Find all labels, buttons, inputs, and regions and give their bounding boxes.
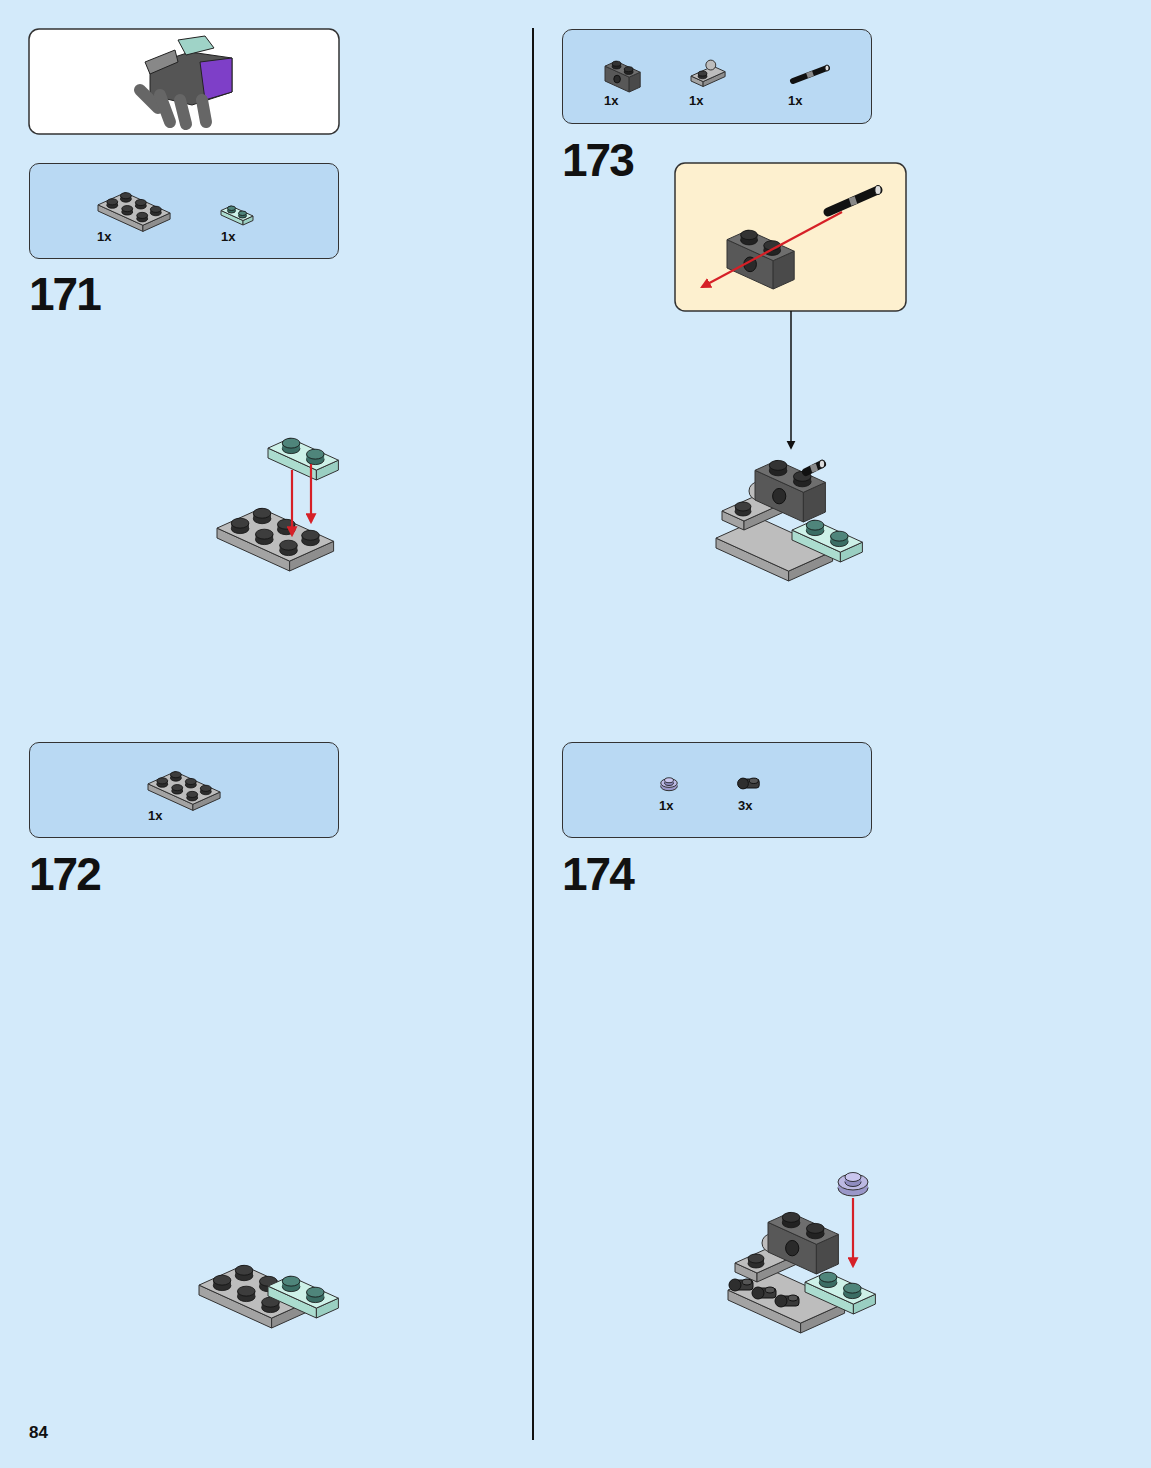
part-quantity: 1x: [604, 94, 618, 107]
placement-arrow: [790, 311, 792, 448]
part-quantity: 1x: [148, 809, 162, 822]
overview-panel: [29, 29, 339, 134]
step-number: 174: [562, 851, 633, 897]
part-quantity: 1x: [788, 94, 802, 107]
parts-callout: 1x 1x: [29, 163, 339, 259]
part-quantity: 3x: [738, 799, 752, 812]
step-174-art: [728, 1173, 875, 1334]
step-number: 172: [29, 851, 100, 897]
parts-callout: 1x: [29, 742, 339, 838]
part-icons: [30, 743, 340, 839]
step-number: 173: [562, 137, 633, 183]
step-171-art: [217, 438, 338, 571]
step-173-art: [716, 460, 862, 581]
step-number: 171: [29, 271, 100, 317]
part-quantity: 1x: [97, 230, 111, 243]
part-quantity: 1x: [659, 799, 673, 812]
page-number: 84: [29, 1424, 48, 1441]
model-overview: [140, 36, 232, 124]
part-icons: [563, 30, 873, 125]
part-icons: [563, 743, 873, 839]
part-quantity: 1x: [689, 94, 703, 107]
step-172-art: [199, 1265, 338, 1328]
part-quantity: 1x: [221, 230, 235, 243]
parts-callout: 1x 1x 1x: [562, 29, 872, 124]
parts-callout: 1x 3x: [562, 742, 872, 838]
part-icons: [30, 164, 340, 260]
column-divider: [532, 28, 534, 1440]
subassembly-panel: [675, 163, 906, 311]
subassembly-art: [702, 186, 881, 290]
